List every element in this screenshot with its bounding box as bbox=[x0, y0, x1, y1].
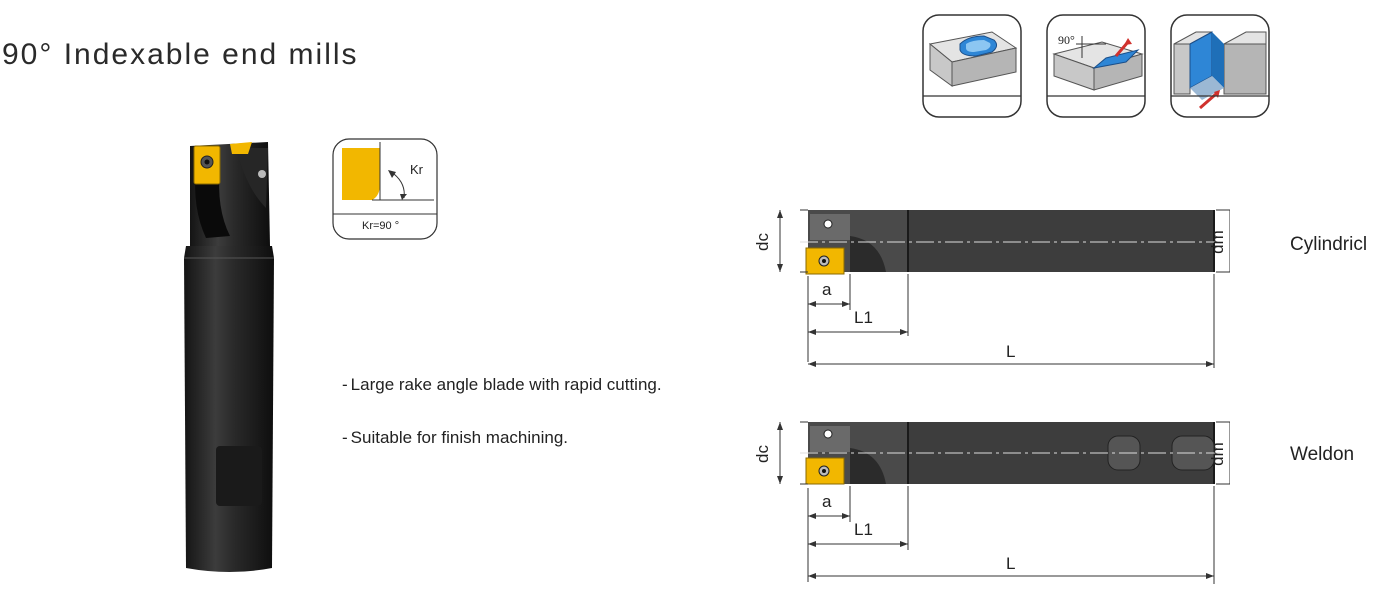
end-mill-photo bbox=[176, 128, 280, 578]
dim-a: a bbox=[822, 492, 832, 511]
weldon-shank-drawing: dc dm a L1 L bbox=[740, 410, 1240, 590]
dim-dc: dc bbox=[752, 445, 772, 463]
dim-l: L bbox=[1006, 554, 1016, 573]
weldon-label: Weldon bbox=[1290, 444, 1355, 465]
dim-l1: L1 bbox=[854, 520, 873, 539]
face-pocket-operation-icon bbox=[922, 14, 1022, 118]
cylindrical-shank-drawing: dc dm a L1 L bbox=[740, 196, 1240, 371]
kr-angle-diagram: Kr Kr=90 ° bbox=[332, 138, 438, 240]
dim-dc: dc bbox=[752, 233, 772, 251]
feature-text: Large rake angle blade with rapid cuttin… bbox=[350, 375, 662, 394]
kr-caption: Kr=90 ° bbox=[362, 220, 400, 232]
kr-label: Kr bbox=[410, 162, 423, 177]
feature-text: Suitable for finish machining. bbox=[350, 428, 569, 447]
shoulder-90-operation-icon: 90° bbox=[1046, 14, 1146, 118]
cylindrical-label: Cylindricl bbox=[1290, 234, 1368, 255]
dim-dm: dm bbox=[1207, 442, 1227, 466]
feature-item: -Suitable for finish machining. bbox=[342, 428, 569, 447]
dim-a: a bbox=[822, 280, 832, 299]
page-title: 90° Indexable end mills bbox=[2, 38, 359, 71]
dim-dm: dm bbox=[1207, 230, 1227, 254]
dim-l1: L1 bbox=[854, 308, 873, 327]
dim-l: L bbox=[1006, 342, 1016, 361]
slot-operation-icon bbox=[1170, 14, 1270, 118]
angle-label: 90° bbox=[1058, 33, 1075, 47]
feature-item: -Large rake angle blade with rapid cutti… bbox=[342, 375, 662, 394]
